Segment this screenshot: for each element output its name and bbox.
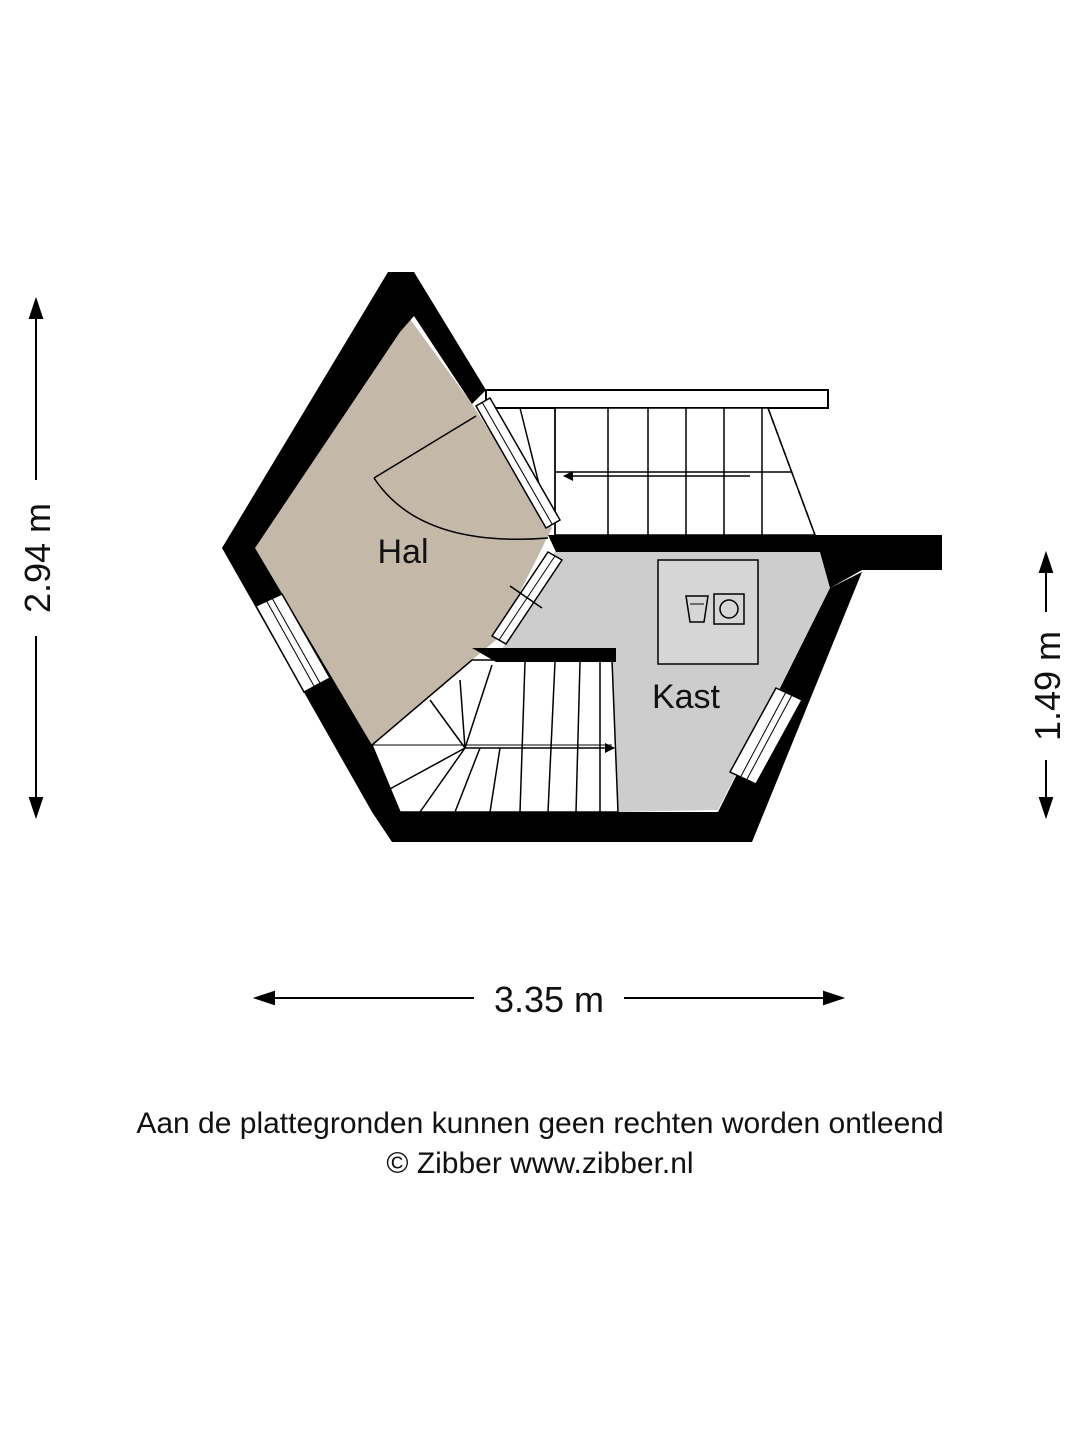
copyright-text: © Zibber www.zibber.nl — [386, 1147, 694, 1180]
dimension-height-right-label: 1.49 m — [1027, 631, 1068, 741]
dimension-height-right — [1038, 550, 1054, 820]
upper-stair — [485, 389, 829, 536]
hal-floor — [255, 304, 552, 745]
room-label-kast: Kast — [652, 678, 721, 716]
dimension-height-total — [28, 296, 44, 820]
window-left — [254, 593, 332, 694]
room-label-hal: Hal — [377, 533, 428, 571]
hal-door-swing — [373, 415, 549, 540]
kast-door — [490, 551, 564, 645]
dimension-width — [252, 990, 846, 1006]
appliance-unit — [657, 559, 759, 665]
lower-stair — [371, 659, 619, 813]
window-right — [728, 687, 804, 785]
window-top — [474, 396, 562, 530]
disclaimer-text: Aan de plattegronden kunnen geen rechten… — [136, 1107, 944, 1140]
dimension-height-total-label: 2.94 m — [17, 503, 58, 613]
dimension-width-label: 3.35 m — [494, 979, 604, 1020]
